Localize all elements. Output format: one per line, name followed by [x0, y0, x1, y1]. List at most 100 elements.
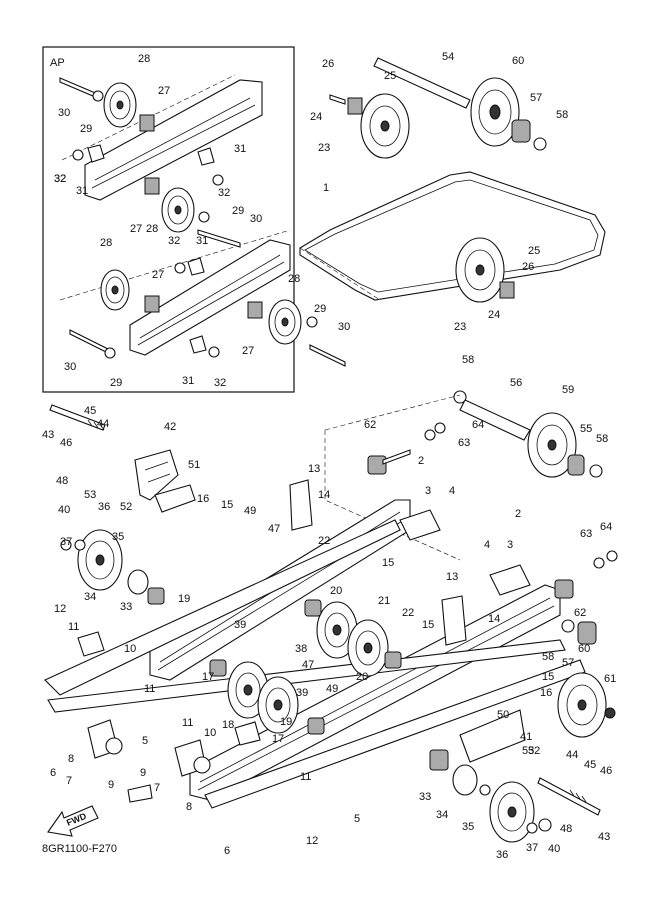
callout-51: 51 — [188, 459, 200, 471]
callout-11: 11 — [144, 683, 155, 695]
block-7-right — [174, 739, 211, 777]
callout-58: 58 — [556, 109, 568, 121]
callout-58: 58 — [542, 651, 554, 663]
inset-nut-4 — [208, 346, 220, 358]
washer-58-upper — [453, 390, 467, 404]
spacer-24-top — [347, 97, 363, 115]
ring-34-upper — [127, 569, 149, 595]
callout-34: 34 — [84, 591, 96, 603]
inset-upper-rail — [84, 79, 263, 201]
callout-17: 17 — [272, 733, 284, 745]
bolt-26-top — [329, 94, 346, 105]
callout-15: 15 — [221, 499, 233, 511]
callout-40: 40 — [548, 843, 560, 855]
callout-11: 11 — [68, 621, 79, 633]
inset-washer-3 — [104, 347, 116, 359]
rod-43-lower — [537, 777, 601, 816]
inset-bracket-2 — [197, 147, 215, 166]
track-belt — [299, 171, 606, 301]
callout-63: 63 — [458, 437, 470, 449]
callout-44: 44 — [97, 418, 109, 430]
callout-43: 43 — [598, 831, 610, 843]
inset-upper-rail-edge — [91, 97, 256, 189]
callout-9: 9 — [140, 767, 146, 779]
callout-15: 15 — [542, 671, 554, 683]
callout-14: 14 — [318, 489, 330, 501]
bracket-51 — [154, 484, 196, 513]
callout-33: 33 — [120, 601, 132, 613]
inset-lower-rail — [129, 239, 291, 356]
callout-50: 50 — [497, 709, 509, 721]
inset-spacer-3 — [144, 295, 160, 313]
callout-27: 27 — [242, 345, 254, 357]
callout-19: 19 — [280, 716, 292, 728]
callout-45: 45 — [584, 759, 596, 771]
inset-bracket-4 — [189, 335, 207, 354]
front-arm-42 — [134, 449, 179, 501]
callout-16: 16 — [540, 687, 552, 699]
inset-bolt-right — [309, 344, 346, 367]
callout-57: 57 — [562, 657, 574, 669]
inset-lower-rail-edge — [137, 254, 285, 346]
callout-32: 32 — [54, 173, 66, 185]
callout-32: 32 — [168, 235, 180, 247]
callout-49: 49 — [326, 683, 338, 695]
callout-35: 35 — [112, 531, 124, 543]
callout-62: 62 — [574, 607, 586, 619]
callout-52: 52 — [120, 501, 132, 513]
callout-37: 37 — [60, 536, 72, 548]
callout-30: 30 — [58, 107, 70, 119]
callout-57: 57 — [530, 92, 542, 104]
callout-22: 22 — [318, 535, 330, 547]
callout-42: 42 — [164, 421, 176, 433]
callout-5: 5 — [142, 735, 148, 747]
washer-58-mid — [589, 464, 603, 478]
lower-runner — [204, 659, 586, 809]
block-10-lower — [234, 721, 261, 746]
collar-33-upper — [147, 587, 165, 605]
washer-37-lower — [526, 822, 538, 834]
callout-62: 62 — [364, 419, 376, 431]
callout-49: 49 — [244, 505, 256, 517]
callout-21: 21 — [378, 595, 390, 607]
idler-wheel-23-top — [360, 93, 410, 159]
upper-runner — [44, 519, 401, 696]
callout-29: 29 — [232, 205, 244, 217]
callout-31: 31 — [234, 143, 246, 155]
callout-9: 9 — [108, 779, 114, 791]
callout-39: 39 — [296, 687, 308, 699]
callout-18: 18 — [222, 719, 234, 731]
bracket-41 — [459, 709, 526, 763]
inset-washer-4 — [306, 316, 318, 328]
bolt-62-upper — [382, 449, 411, 465]
callout-48: 48 — [560, 823, 572, 835]
callout-48: 48 — [56, 475, 68, 487]
callout-32: 32 — [214, 377, 226, 389]
callout-40: 40 — [58, 504, 70, 516]
rear-spacer-57 — [511, 119, 531, 143]
callout-7: 7 — [66, 775, 72, 787]
callout-6: 6 — [50, 767, 56, 779]
callout-32: 32 — [54, 173, 66, 185]
inset-nut-3 — [174, 262, 186, 274]
bracket-11-lower — [127, 784, 153, 803]
bracket-3-upper — [399, 509, 441, 541]
callout-60: 60 — [512, 55, 524, 67]
bracket-13 — [289, 479, 313, 531]
callout-10: 10 — [204, 727, 216, 739]
idler-wheel-59 — [527, 412, 577, 478]
rear-axle-shaft — [373, 57, 471, 109]
callout-16: 16 — [197, 493, 209, 505]
callout-53: 53 — [522, 745, 534, 757]
callout-7: 7 — [154, 782, 160, 794]
fwd-arrow: FWD — [47, 805, 99, 837]
callout-15: 15 — [422, 619, 434, 631]
nut-61 — [604, 707, 616, 719]
spacer-17-upper — [209, 659, 227, 677]
washer-37-upper — [74, 539, 86, 551]
bracket-13-lower — [441, 595, 467, 646]
callout-56: 56 — [510, 377, 522, 389]
callout-36: 36 — [496, 849, 508, 861]
